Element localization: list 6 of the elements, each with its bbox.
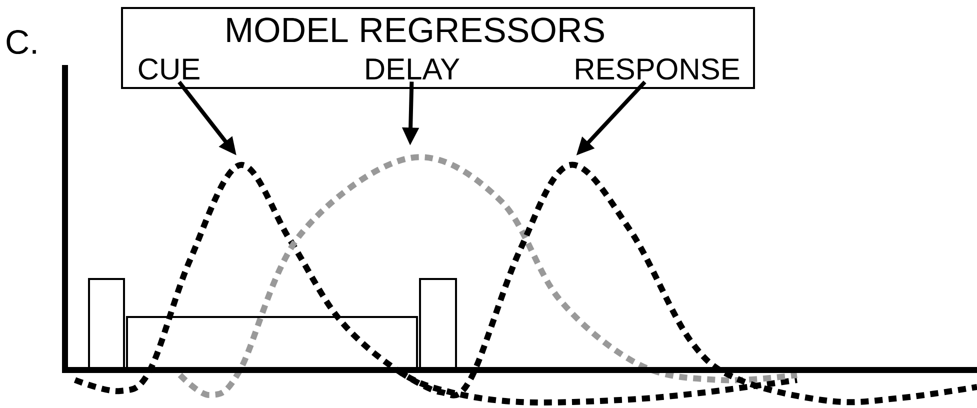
panel-letter: C. (6, 30, 36, 54)
regressor-label: DELAY (366, 58, 460, 80)
regressor-curve (398, 162, 977, 406)
regressor-label: RESPONSE (576, 58, 740, 80)
regressor-curve (74, 162, 798, 406)
regressor-label: CUE (138, 58, 200, 80)
